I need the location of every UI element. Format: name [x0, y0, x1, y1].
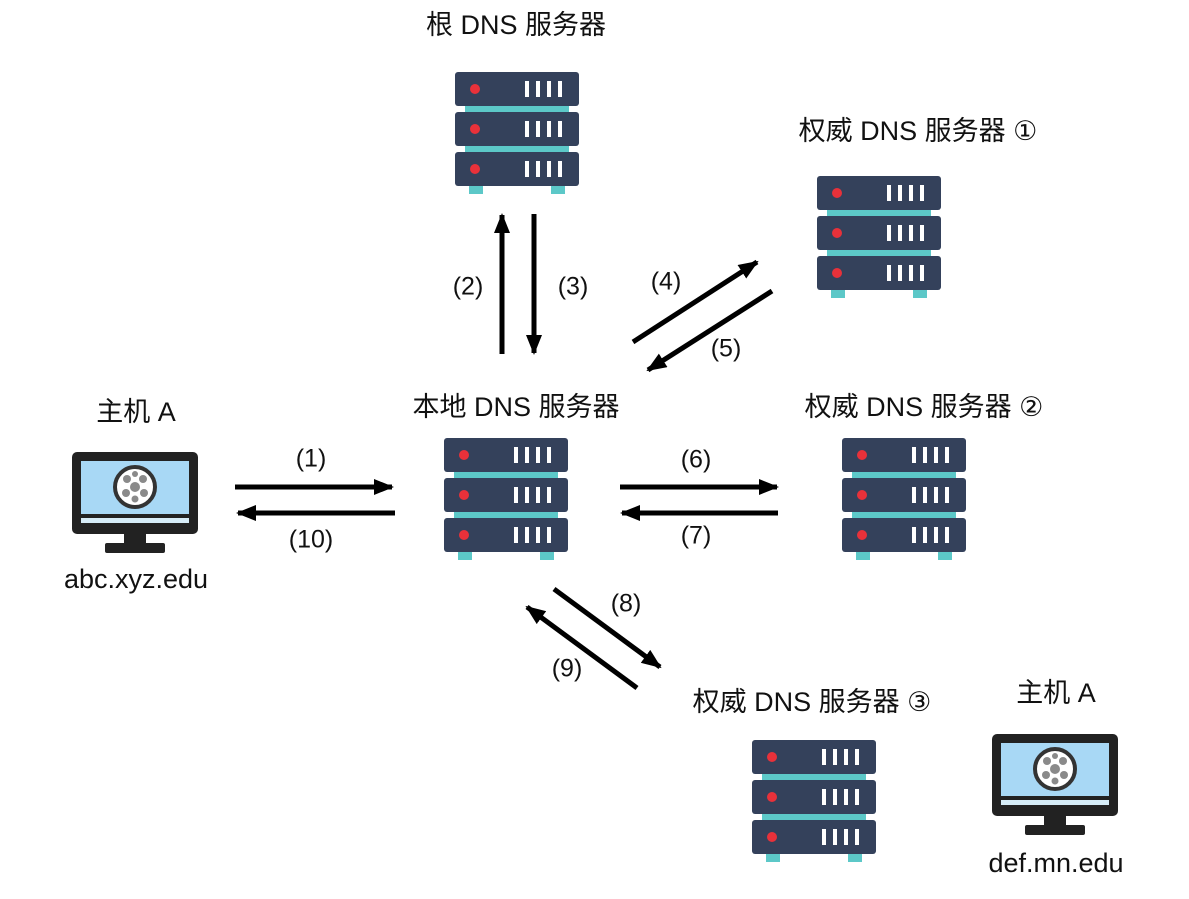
host-left-label: 主机 A	[96, 397, 176, 427]
arrow-step-9	[525, 604, 639, 691]
auth-server-2-label: 权威 DNS 服务器 ②	[804, 392, 1044, 422]
arrow-step-5	[646, 288, 774, 373]
host-right-monitor-icon	[990, 732, 1120, 837]
local-server-icon	[444, 438, 568, 560]
step-label-2: (2)	[452, 272, 484, 301]
auth-server-1-label: 权威 DNS 服务器 ①	[798, 116, 1038, 146]
step-label-10: (10)	[288, 525, 334, 554]
step-label-6: (6)	[680, 445, 712, 474]
host-right-label: 主机 A	[1016, 678, 1096, 708]
host-left-domain: abc.xyz.edu	[63, 564, 209, 594]
host-right-domain: def.mn.edu	[988, 848, 1124, 878]
root-server-label: 根 DNS 服务器	[425, 10, 607, 40]
arrow-step-8	[552, 586, 662, 670]
step-label-3: (3)	[557, 272, 589, 301]
step-label-9: (9)	[551, 654, 583, 683]
step-label-1: (1)	[295, 444, 327, 473]
auth-server-2-icon	[842, 438, 966, 560]
local-server-label: 本地 DNS 服务器	[412, 392, 620, 422]
step-label-8: (8)	[610, 589, 642, 618]
auth-server-3-label: 权威 DNS 服务器 ③	[692, 687, 932, 717]
step-label-7: (7)	[680, 521, 712, 550]
step-label-5: (5)	[710, 334, 742, 363]
step-label-4: (4)	[650, 267, 682, 296]
arrow-step-4	[631, 259, 759, 345]
root-server-icon	[455, 72, 579, 194]
auth-server-1-icon	[817, 176, 941, 298]
host-left-monitor-icon	[70, 450, 200, 555]
auth-server-3-icon	[752, 740, 876, 862]
